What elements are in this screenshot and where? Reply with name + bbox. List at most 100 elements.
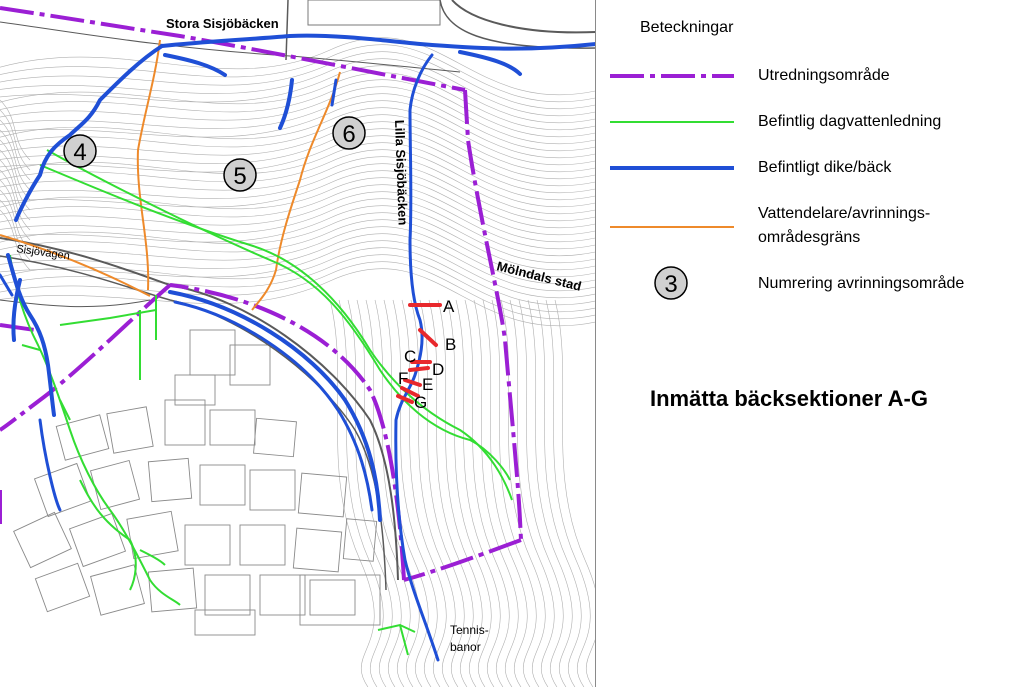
section-label-G: G xyxy=(414,393,427,412)
contour-line xyxy=(410,299,456,687)
contour-line xyxy=(0,93,596,152)
pipe-branch-1 xyxy=(79,479,131,541)
ditch-west-south xyxy=(38,418,62,512)
building-block xyxy=(342,518,378,562)
contour-line xyxy=(0,128,596,187)
building-block xyxy=(299,574,381,626)
catchment-map: A B C D E F G 4 5 6 Stora Sisjöbäcken Li… xyxy=(0,0,596,687)
divider-west xyxy=(0,234,151,297)
building-block xyxy=(126,510,179,560)
contour-line xyxy=(446,299,492,687)
legend-label-stormwater: Befintlig dagvattenledning xyxy=(758,113,942,130)
building-outline-northeast xyxy=(451,0,596,34)
ditch-southwest xyxy=(11,278,22,342)
contour-line xyxy=(0,114,596,173)
ditch-road-outer xyxy=(173,300,374,512)
contour-line xyxy=(0,129,31,191)
contour-line xyxy=(401,299,447,687)
road-north xyxy=(0,21,461,73)
contour-line xyxy=(0,233,596,292)
contour-line xyxy=(0,198,596,257)
contour-line xyxy=(545,299,591,687)
section-label-D: D xyxy=(432,360,444,379)
sisjovagen-road xyxy=(0,237,399,581)
catchment-5-circle xyxy=(223,158,257,192)
divider-5-6 xyxy=(251,71,341,311)
legend-panel: Beteckningar Utredningsområde Befintlig … xyxy=(596,0,1024,687)
contour-line xyxy=(383,299,429,687)
contour-line xyxy=(0,219,596,278)
building-block xyxy=(259,574,306,616)
contour-line xyxy=(365,299,411,687)
contour-line xyxy=(356,299,402,687)
contour-line xyxy=(0,205,596,264)
section-label-C: C xyxy=(404,347,416,366)
section-F-line xyxy=(400,386,420,398)
building-block xyxy=(292,527,343,573)
lilla-sisjobacken xyxy=(394,53,440,662)
building-block xyxy=(13,511,72,569)
contour-line xyxy=(518,299,564,687)
ditch-west-branch xyxy=(0,273,14,297)
sections-heading: Inmätta bäcksektioner A-G xyxy=(650,386,928,411)
ditch-road-inner xyxy=(168,290,382,522)
stormwater-pipes xyxy=(9,149,513,656)
legend-label-ditch: Befintligt dike/bäck xyxy=(758,159,892,176)
catchment-6-circle xyxy=(332,116,366,150)
building-block xyxy=(249,469,296,511)
contour-line xyxy=(464,299,510,687)
building-block xyxy=(229,344,271,386)
ditch-north-west-a xyxy=(14,44,164,222)
legend-item-study-area: Utredningsområde xyxy=(596,58,1024,98)
building-block xyxy=(309,579,356,616)
pipe-branch-2 xyxy=(129,539,137,591)
building-block xyxy=(204,574,251,616)
contour-line xyxy=(455,299,501,687)
pipe-sw-2 xyxy=(21,344,41,351)
ditches-streams xyxy=(0,33,596,662)
stora-sisjobacken-label: Stora Sisjöbäcken xyxy=(166,16,279,31)
ditch-north-mid xyxy=(278,78,294,130)
pipe-tennis-2 xyxy=(399,624,409,656)
pipe-north xyxy=(46,149,511,481)
catchment-6: 6 xyxy=(332,116,366,150)
lilla-sisjobacken-label: Lilla Sisjöbäcken xyxy=(392,120,411,226)
building-block xyxy=(55,414,110,461)
section-label-B: B xyxy=(445,335,456,354)
contour-line xyxy=(0,79,596,138)
tennis-label-line2: banor xyxy=(450,640,481,654)
building-block xyxy=(194,609,256,636)
contour-line xyxy=(0,109,31,171)
study-area-boundary-south xyxy=(403,538,522,582)
map-background xyxy=(0,0,596,687)
watershed-dividers xyxy=(0,39,341,311)
legend-circle-number: 3 xyxy=(664,271,677,298)
thick-line-icon xyxy=(610,166,734,170)
stora-sisjobacken xyxy=(160,33,596,51)
catchment-4: 4 xyxy=(63,134,97,168)
building-block xyxy=(239,524,286,566)
contour-line xyxy=(0,170,596,229)
contour-line xyxy=(0,184,596,243)
contour-line xyxy=(0,44,596,103)
contour-line xyxy=(491,299,537,687)
contour-line xyxy=(0,199,31,261)
contour-line xyxy=(509,299,555,687)
legend-item-watershed: Vattendelare/avrinnings- områdesgräns xyxy=(596,203,1024,253)
dash-dot-line-icon xyxy=(610,74,734,78)
stora-branch-east xyxy=(458,50,522,76)
pipe-north-2 xyxy=(39,164,513,501)
pipe-branch-3 xyxy=(139,549,166,566)
contour-line xyxy=(0,247,596,306)
building-block xyxy=(253,417,297,458)
section-D-line xyxy=(408,366,430,372)
building-block xyxy=(174,374,216,406)
section-label-A: A xyxy=(443,297,455,316)
section-label-F: F xyxy=(398,369,408,388)
tennis-label-line1: Tennis- xyxy=(450,623,489,637)
building-block xyxy=(184,524,231,566)
contour-line xyxy=(0,142,596,201)
pipe-sw-1 xyxy=(59,399,71,421)
contour-line xyxy=(473,299,519,687)
